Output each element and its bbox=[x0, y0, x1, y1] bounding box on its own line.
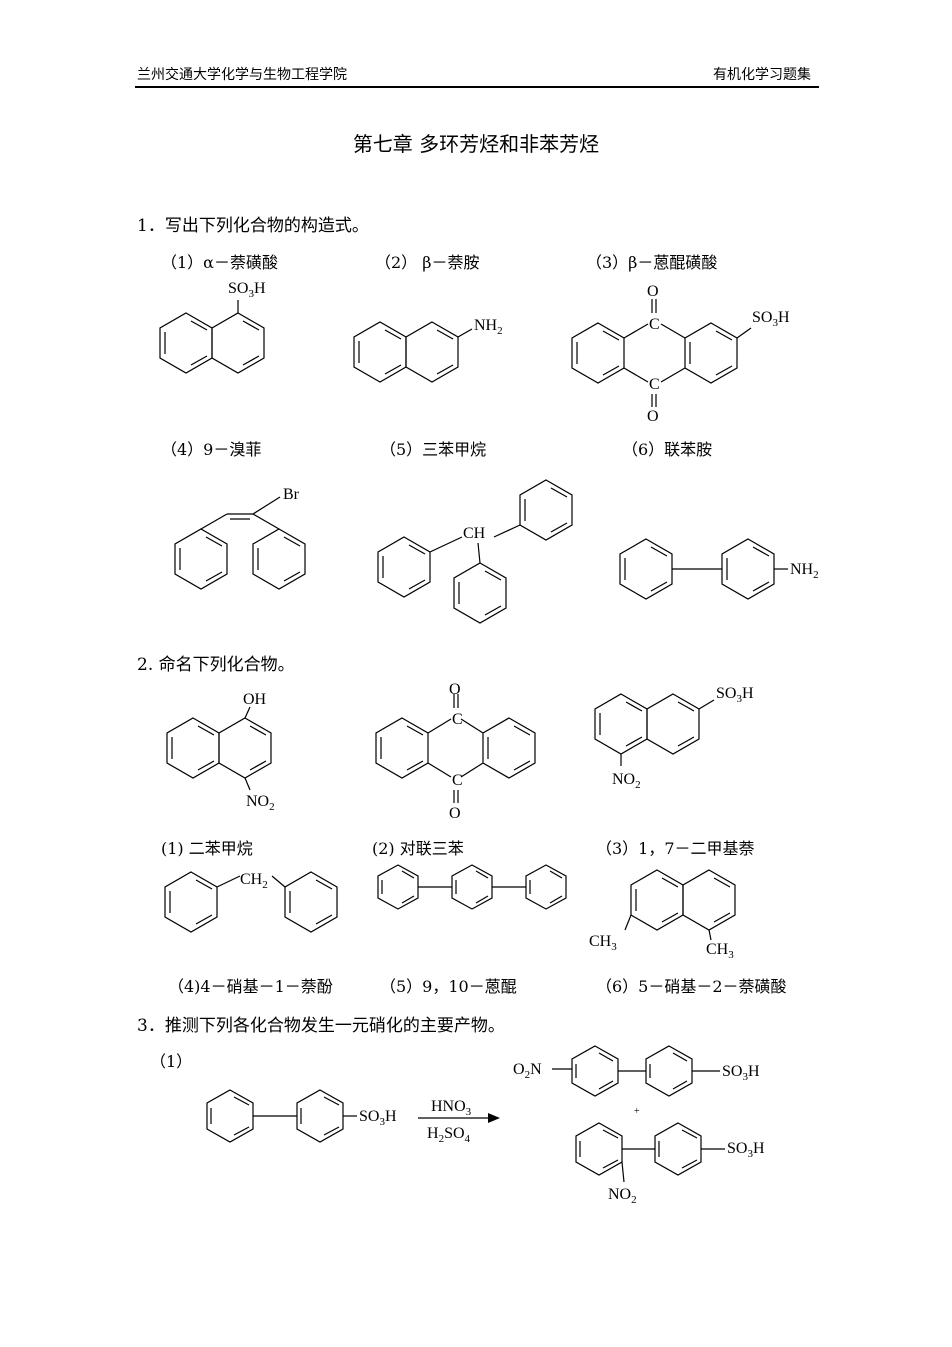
svg-text:C: C bbox=[649, 376, 660, 393]
q1-heading: 1．写出下列化合物的构造式。 bbox=[137, 216, 369, 236]
q1-item-3: （3）β－蒽醌磺酸 bbox=[586, 253, 718, 272]
svg-text:NO2: NO2 bbox=[608, 1186, 637, 1206]
svg-text:O: O bbox=[449, 805, 461, 822]
svg-text:O: O bbox=[647, 283, 659, 300]
q2-item-6: （6）5－硝基－2－萘磺酸 bbox=[596, 977, 787, 996]
svg-text:Br: Br bbox=[283, 486, 300, 503]
svg-text:SO3H: SO3H bbox=[716, 685, 754, 705]
svg-text:NO2: NO2 bbox=[612, 771, 641, 791]
reagent-nitric-acid: HNO3 bbox=[431, 1098, 472, 1118]
structure-beta-anthraquinonesulfonic-acid: C C O O SO3H bbox=[571, 283, 790, 425]
structure-p-terphenyl bbox=[377, 864, 567, 910]
structure-beta-naphthylamine: NH2 bbox=[353, 317, 503, 383]
svg-text:C: C bbox=[452, 772, 463, 789]
svg-text:O2N: O2N bbox=[513, 1061, 542, 1081]
header-book-title: 有机化学习题集 bbox=[713, 67, 811, 83]
structure-product-para-nitro: O2N SO3H bbox=[513, 1045, 760, 1097]
plus-sign: + bbox=[634, 1106, 640, 1117]
structure-1-7-dimethylnaphthalene: CH3 CH3 bbox=[589, 869, 736, 961]
structure-alpha-naphthalenesulfonic-acid: SO3H bbox=[159, 280, 266, 374]
q1-item-2: （2） β－萘胺 bbox=[375, 253, 480, 272]
structure-product-ortho-nitro: SO3H NO2 bbox=[575, 1122, 765, 1206]
q2-item-4: （4)4－硝基－1－萘酚 bbox=[168, 977, 333, 996]
structure-5-nitro-2-naphthalenesulfonic-acid: SO3H NO2 bbox=[594, 685, 754, 791]
q3-item-1: （1） bbox=[150, 1052, 193, 1071]
svg-text:SO3H: SO3H bbox=[722, 1063, 760, 1083]
svg-text:C: C bbox=[452, 711, 463, 728]
q2-item-2: (2) 对联三苯 bbox=[372, 839, 464, 858]
svg-text:SO3H: SO3H bbox=[727, 1140, 765, 1160]
q2-heading: 2. 命名下列化合物。 bbox=[137, 655, 295, 675]
svg-text:CH3: CH3 bbox=[589, 933, 617, 953]
svg-text:C: C bbox=[649, 316, 660, 333]
header-institution: 兰州交通大学化学与生物工程学院 bbox=[137, 67, 347, 83]
structure-triphenylmethane: CH bbox=[377, 479, 573, 624]
svg-text:NH2: NH2 bbox=[474, 317, 503, 337]
q2-item-3: （3）1，7－二甲基萘 bbox=[596, 839, 755, 858]
structure-aminobiphenyl: NH2 bbox=[619, 538, 819, 600]
svg-text:CH: CH bbox=[463, 525, 486, 542]
svg-text:O: O bbox=[449, 681, 461, 698]
svg-text:CH3: CH3 bbox=[706, 941, 734, 961]
structure-diphenylmethane: CH2 bbox=[164, 871, 338, 933]
svg-text:O: O bbox=[647, 408, 659, 425]
q1-item-5: （5）三苯甲烷 bbox=[380, 440, 487, 459]
q2-item-5: （5）9，10－蒽醌 bbox=[380, 977, 517, 996]
svg-text:SO3H: SO3H bbox=[359, 1108, 397, 1128]
structure-4-nitro-1-naphthol: OH NO2 bbox=[166, 691, 275, 813]
q2-item-1: (1) 二苯甲烷 bbox=[161, 839, 253, 858]
svg-text:NO2: NO2 bbox=[246, 793, 275, 813]
reagent-sulfuric-acid: H2SO4 bbox=[427, 1125, 471, 1145]
q1-item-1: （1）α－萘磺酸 bbox=[161, 253, 278, 272]
reaction-arrow: HNO3 H2SO4 bbox=[418, 1098, 500, 1145]
structure-9-bromophenanthrene: Br bbox=[174, 486, 306, 590]
svg-text:NH2: NH2 bbox=[790, 561, 819, 581]
q1-item-6: （6）联苯胺 bbox=[622, 440, 713, 459]
chapter-title: 第七章 多环芳烃和非苯芳烃 bbox=[352, 132, 600, 156]
header-rule bbox=[135, 86, 819, 88]
q1-item-4: （4）9－溴菲 bbox=[161, 440, 262, 459]
svg-text:SO3H: SO3H bbox=[228, 280, 266, 300]
structure-anthraquinone: C C O O bbox=[375, 681, 536, 822]
svg-text:CH2: CH2 bbox=[240, 871, 268, 891]
q3-heading: 3．推测下列各化合物发生一元硝化的主要产物。 bbox=[137, 1016, 505, 1036]
svg-text:SO3H: SO3H bbox=[752, 309, 790, 329]
structure-biphenyl-sulfonic-acid: SO3H bbox=[206, 1089, 397, 1143]
svg-text:OH: OH bbox=[243, 691, 267, 708]
